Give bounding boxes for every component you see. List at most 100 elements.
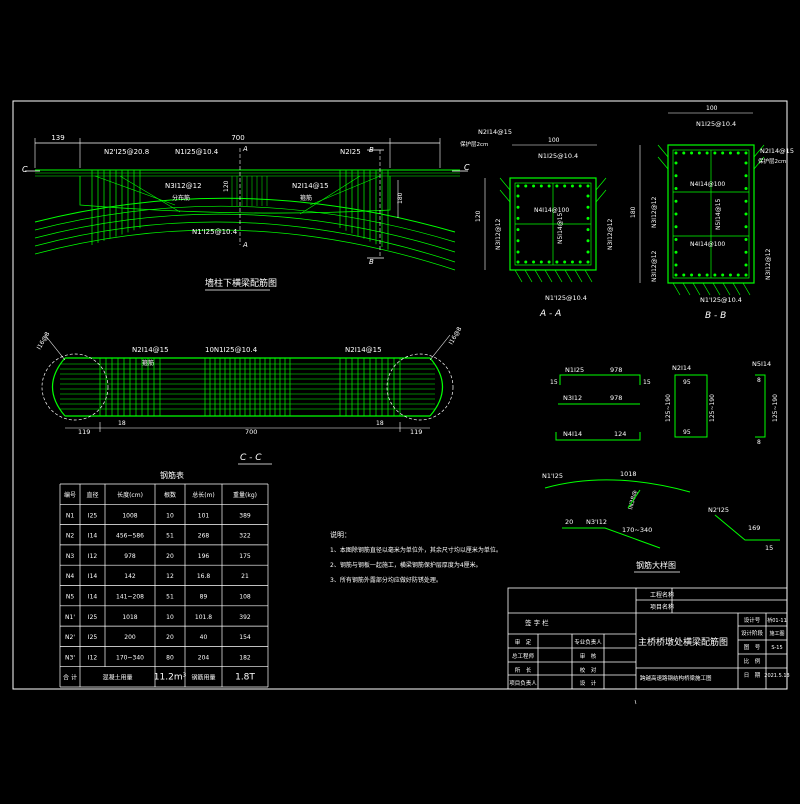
table-cell: 175 — [239, 553, 251, 560]
elev-note-left: 分布筋 — [172, 194, 190, 202]
elev-label-n1-bottom: N1'Ⅰ25@10.4 — [192, 228, 238, 236]
aa-title: A - A — [539, 309, 561, 319]
title-block-text: 工程名称 项目名称 签 字 栏 主桥桥墩处横梁配筋图 跨越高速路钢结构桥梁施工图… — [509, 591, 789, 687]
rebar-dot — [713, 273, 717, 277]
table-cell: 40 — [200, 634, 208, 641]
title-block-cell: 校 对 — [580, 666, 597, 674]
bb-label-left: N3Ⅰ12@12 — [651, 196, 658, 228]
rebar-dot — [674, 273, 678, 277]
rebar-dot — [516, 250, 520, 254]
rebar-dot — [586, 228, 590, 232]
rebar-dot — [744, 199, 748, 203]
tb-subtitle: 跨越高速路钢结构桥梁施工图 — [640, 674, 712, 682]
table-concrete-value: 11.2m³ — [154, 673, 187, 683]
bd-n2-label: N2Ⅰ14 — [672, 364, 691, 372]
rebar-dot — [674, 250, 678, 254]
drawing-frame — [12, 100, 788, 690]
rebar-dot — [578, 260, 582, 264]
rebar-dot — [744, 174, 748, 178]
cc-label-n2-right: N2Ⅰ14@15 — [345, 346, 382, 354]
section-mark-b-top: B — [369, 146, 374, 154]
title-block-key: 设计阶段 — [741, 629, 764, 637]
bb-label-vert: N5Ⅰ14@15 — [715, 198, 722, 230]
title-block-cell: 设 计 — [580, 679, 597, 687]
table-cell: 196 — [198, 553, 210, 560]
title-block-cell: 总工程师 — [512, 652, 535, 660]
table-cell: N1 — [66, 512, 74, 519]
rebar-dot — [721, 151, 725, 155]
cc-small-left: 18 — [118, 420, 126, 427]
table-cell: 108 — [239, 594, 251, 601]
table-cell: 89 — [200, 594, 208, 601]
bar-details-title: 钢筋大样图 — [636, 560, 676, 570]
rebar-dot — [516, 205, 520, 209]
section-mark-b-bottom: B — [369, 258, 374, 266]
title-block-key: 比 例 — [744, 657, 761, 665]
rebar-dot — [674, 199, 678, 203]
table-cell: Ⅰ14 — [88, 533, 98, 540]
table-header-cell: 长度(cm) — [117, 491, 143, 499]
table-cell: 154 — [239, 634, 251, 641]
table-steel-label: 钢筋用量 — [191, 674, 215, 682]
bb-title: B - B — [705, 311, 726, 321]
aa-label-bottom: N1'Ⅰ25@10.4 — [545, 294, 587, 302]
table-cell: 80 — [166, 654, 174, 661]
aa-label-n2: N2Ⅰ14@15 — [478, 128, 512, 136]
rebar-dot — [736, 151, 740, 155]
rebar-dot — [674, 212, 678, 216]
rebar-dot — [744, 263, 748, 267]
rebar-dot — [744, 212, 748, 216]
table-header-cell: 编号 — [64, 491, 76, 499]
rebar-dot — [555, 184, 559, 188]
table-cell: 12 — [166, 573, 174, 580]
rebar-dot — [578, 184, 582, 188]
bb-label-center1: N4Ⅰ14@100 — [690, 181, 725, 188]
rebar-dot — [674, 263, 678, 267]
rebar-dot — [516, 216, 520, 220]
tb-project-part: 项目名称 — [650, 603, 674, 611]
bd-n4-len: 124 — [614, 430, 626, 438]
table-concrete-label: 混凝土用量 — [102, 674, 132, 682]
elev-label-n2-14: N2Ⅰ14@15 — [292, 182, 329, 190]
notes: 说明： 1、本图除钢筋直径以毫米为单位外，其余尺寸均以厘米为单位。 2、钢筋与钢… — [330, 530, 502, 584]
table-cell: 21 — [241, 573, 249, 580]
title-block-cell: 所 长 — [515, 666, 532, 674]
section-mark-c-right: C — [464, 163, 470, 172]
rebar-dot — [586, 184, 590, 188]
cc-dim-left: 119 — [78, 428, 90, 436]
table-cell: Ⅰ12 — [88, 553, 98, 560]
bd-n4-label: N4Ⅰ14 — [563, 430, 582, 438]
bb-label-bottom: N1'Ⅰ25@10.4 — [700, 296, 742, 304]
aa-dim-width: 100 — [548, 137, 560, 144]
rebar-dot — [586, 239, 590, 243]
rebar-dot — [744, 161, 748, 165]
table-cell: Ⅰ25 — [88, 634, 98, 641]
table-cell: Ⅰ12 — [88, 654, 98, 661]
bd-n3p-label: N3'Ⅰ12 — [586, 518, 607, 526]
title-block-cell: 审 核 — [580, 652, 597, 660]
table-total-label: 合 计 — [63, 674, 77, 682]
table-header-cell: 根数 — [164, 491, 176, 499]
table-cell: 51 — [166, 594, 174, 601]
rebar-dot — [736, 273, 740, 277]
rebar-dot — [674, 238, 678, 241]
table-cell: 10 — [166, 512, 174, 519]
tb-project-name: 工程名称 — [650, 591, 674, 599]
rebar-dot — [744, 151, 748, 155]
aa-label-left: N3Ⅰ12@12 — [495, 218, 502, 250]
table-cell: 170~340 — [116, 654, 144, 661]
elev-label-n3: N3Ⅰ12@12 — [165, 182, 202, 190]
title-block-key: 图 号 — [744, 643, 761, 651]
elev-dim-height: 180 — [397, 192, 404, 204]
section-mark-c-left: C — [22, 165, 28, 174]
rebar-dot — [516, 260, 520, 264]
notes-line-1: 1、本图除钢筋直径以毫米为单位外，其余尺寸均以厘米为单位。 — [330, 546, 502, 554]
table-cell: Ⅰ14 — [88, 594, 98, 601]
cc-small-right: 18 — [376, 420, 384, 427]
bd-n1-end-left: 15 — [550, 379, 558, 386]
bb-label-top: N1Ⅰ25@10.4 — [696, 120, 736, 128]
table-cell: 392 — [239, 614, 251, 621]
cc-corner-left: Ⅰ16@8 — [36, 331, 52, 351]
table-header-cell: 重量(kg) — [233, 491, 257, 499]
